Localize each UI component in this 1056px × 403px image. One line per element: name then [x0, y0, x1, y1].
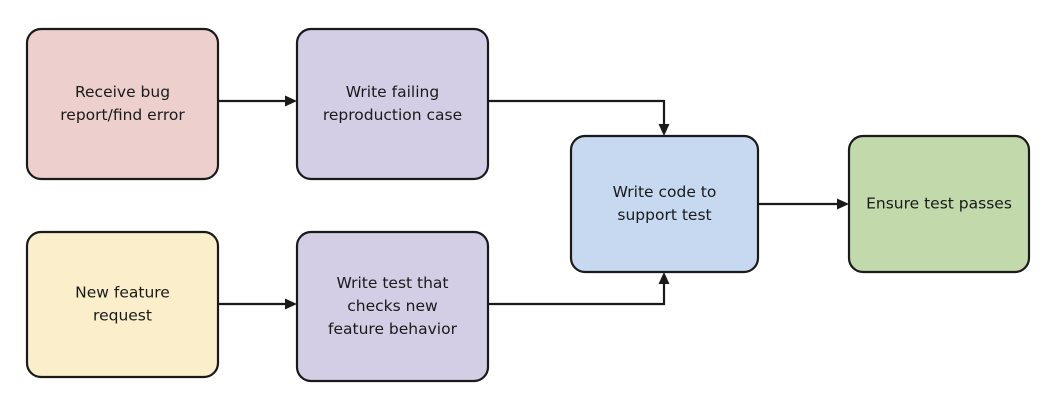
- node-ensure-test-passes[interactable]: Ensure test passes: [847, 134, 1031, 274]
- edge-code-to-ensure-arrowhead: [837, 198, 849, 210]
- node-ensure-test-passes-label-line1: Ensure test passes: [866, 195, 1012, 213]
- nodes-layer: Receive bug report/find error Write fail…: [25, 27, 1031, 383]
- edge-feature-to-test: [219, 298, 297, 310]
- node-write-test-checks-feature[interactable]: Write test that checks new feature behav…: [295, 230, 490, 383]
- edge-test-to-code-line: [489, 279, 666, 306]
- edge-bug-to-repro: [219, 95, 297, 107]
- edge-test-to-code-arrowhead: [658, 272, 670, 284]
- edge-bug-to-repro-arrowhead: [285, 95, 297, 107]
- node-write-test-checks-feature-label-line1: Write test that: [336, 274, 448, 292]
- edge-repro-to-code-arrowhead: [658, 124, 670, 136]
- node-write-failing-repro[interactable]: Write failing reproduction case: [295, 27, 490, 181]
- node-receive-bug-report[interactable]: Receive bug report/find error: [25, 27, 220, 181]
- node-new-feature-request-shape[interactable]: [25, 230, 220, 379]
- node-write-code-support-test-shape[interactable]: [569, 134, 760, 274]
- node-write-test-checks-feature-label-line2: checks new: [347, 297, 438, 315]
- edge-test-to-code: [489, 272, 670, 306]
- node-write-failing-repro-label-line2: reproduction case: [323, 106, 462, 124]
- node-ensure-test-passes-shape[interactable]: [847, 134, 1031, 274]
- node-write-code-support-test-label-line2: support test: [617, 206, 711, 224]
- edge-repro-to-code: [489, 99, 670, 136]
- node-receive-bug-report-label-line1: Receive bug: [75, 83, 170, 101]
- edge-code-to-ensure: [759, 198, 849, 210]
- node-new-feature-request[interactable]: New feature request: [25, 230, 220, 379]
- node-new-feature-request-label-line2: request: [93, 307, 152, 325]
- node-write-test-checks-feature-shape[interactable]: [295, 230, 490, 383]
- edge-repro-to-code-line: [489, 99, 666, 129]
- node-receive-bug-report-label-line2: report/find error: [60, 106, 185, 124]
- node-new-feature-request-label-line1: New feature: [75, 284, 170, 302]
- node-receive-bug-report-shape[interactable]: [25, 27, 220, 181]
- node-write-test-checks-feature-label-line3: feature behavior: [328, 320, 458, 338]
- edges-layer: [219, 95, 849, 310]
- node-write-code-support-test-label-line1: Write code to: [613, 183, 717, 201]
- node-write-failing-repro-shape[interactable]: [295, 27, 490, 181]
- edge-feature-to-test-arrowhead: [285, 298, 297, 310]
- node-write-failing-repro-label-line1: Write failing: [346, 83, 439, 101]
- node-write-code-support-test[interactable]: Write code to support test: [569, 134, 760, 274]
